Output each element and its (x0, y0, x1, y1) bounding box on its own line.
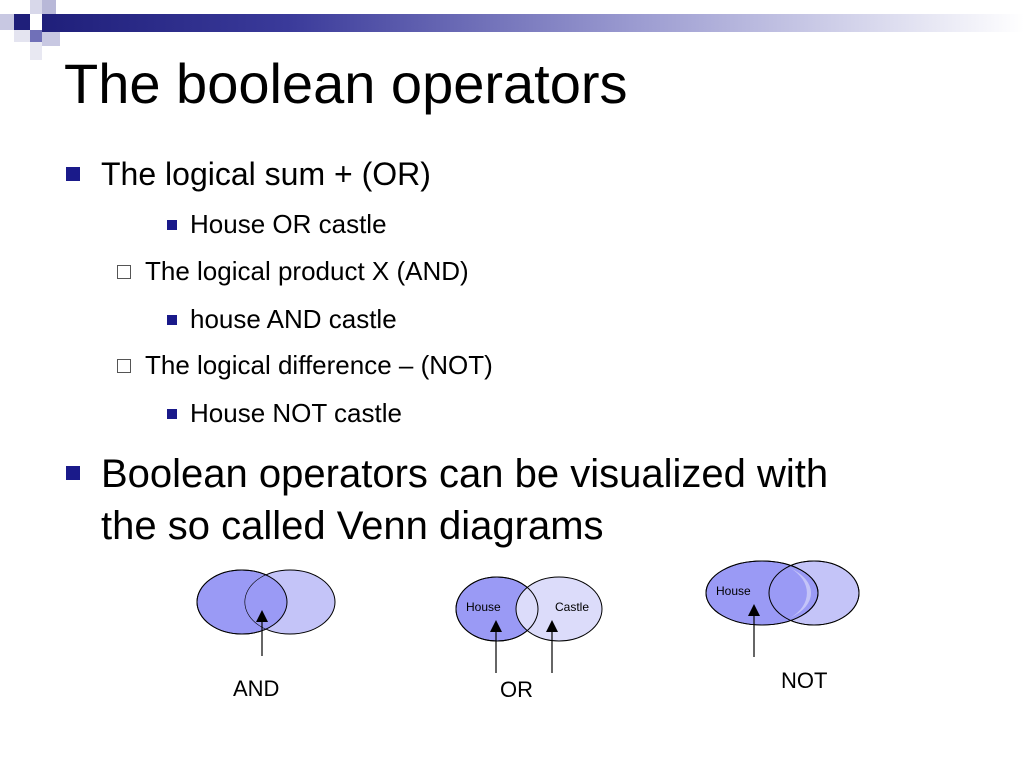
bullet-item: The logical sum + (OR) (101, 156, 431, 192)
bullet-item: House NOT castle (190, 398, 402, 428)
decor-square (30, 30, 42, 42)
venn-not-label: NOT (781, 668, 828, 693)
bullet-item: House OR castle (190, 209, 387, 239)
slide-title: The boolean operators (64, 52, 628, 115)
bullet-marker-icon (117, 265, 131, 279)
venn-and-overlap (245, 575, 287, 629)
bullet-item-continuation: the so called Venn diagrams (101, 504, 604, 548)
decor-square (30, 42, 42, 60)
decor-square (42, 32, 60, 46)
decor-square (14, 30, 30, 42)
decor-square (14, 14, 30, 30)
venn-and-diagram (196, 569, 336, 656)
venn-or-diagram: House Castle (455, 576, 603, 673)
bullet-item: Boolean operators can be visualized with (101, 452, 829, 496)
venn-not-left-outline (705, 560, 819, 626)
venn-or-castle-label: Castle (555, 600, 589, 614)
venn-and-left-outline (196, 569, 288, 635)
venn-not-right-outline (768, 560, 860, 626)
bullet-item: house AND castle (190, 304, 397, 334)
venn-or-left-outline (455, 576, 539, 642)
venn-not-overlap (790, 568, 812, 618)
bullet-marker-icon (167, 409, 177, 419)
venn-not-house-label: House (716, 584, 751, 598)
bullet-marker-icon (167, 315, 177, 325)
bullet-marker-icon (117, 359, 131, 373)
bullet-item: The logical difference – (NOT) (145, 350, 493, 380)
header-gradient-bar (42, 14, 1024, 32)
bullet-marker-icon (66, 466, 80, 480)
decor-square (0, 14, 14, 30)
venn-and-label: AND (233, 676, 280, 701)
decor-square (30, 0, 42, 14)
bullet-item: The logical product X (AND) (145, 256, 469, 286)
venn-or-label: OR (500, 677, 533, 702)
venn-not-diagram: House (705, 560, 860, 657)
decor-square (42, 0, 56, 14)
venn-or-house-label: House (466, 600, 501, 614)
venn-or-right-circle (515, 576, 603, 642)
bullet-marker-icon (167, 220, 177, 230)
bullet-marker-icon (66, 167, 80, 181)
